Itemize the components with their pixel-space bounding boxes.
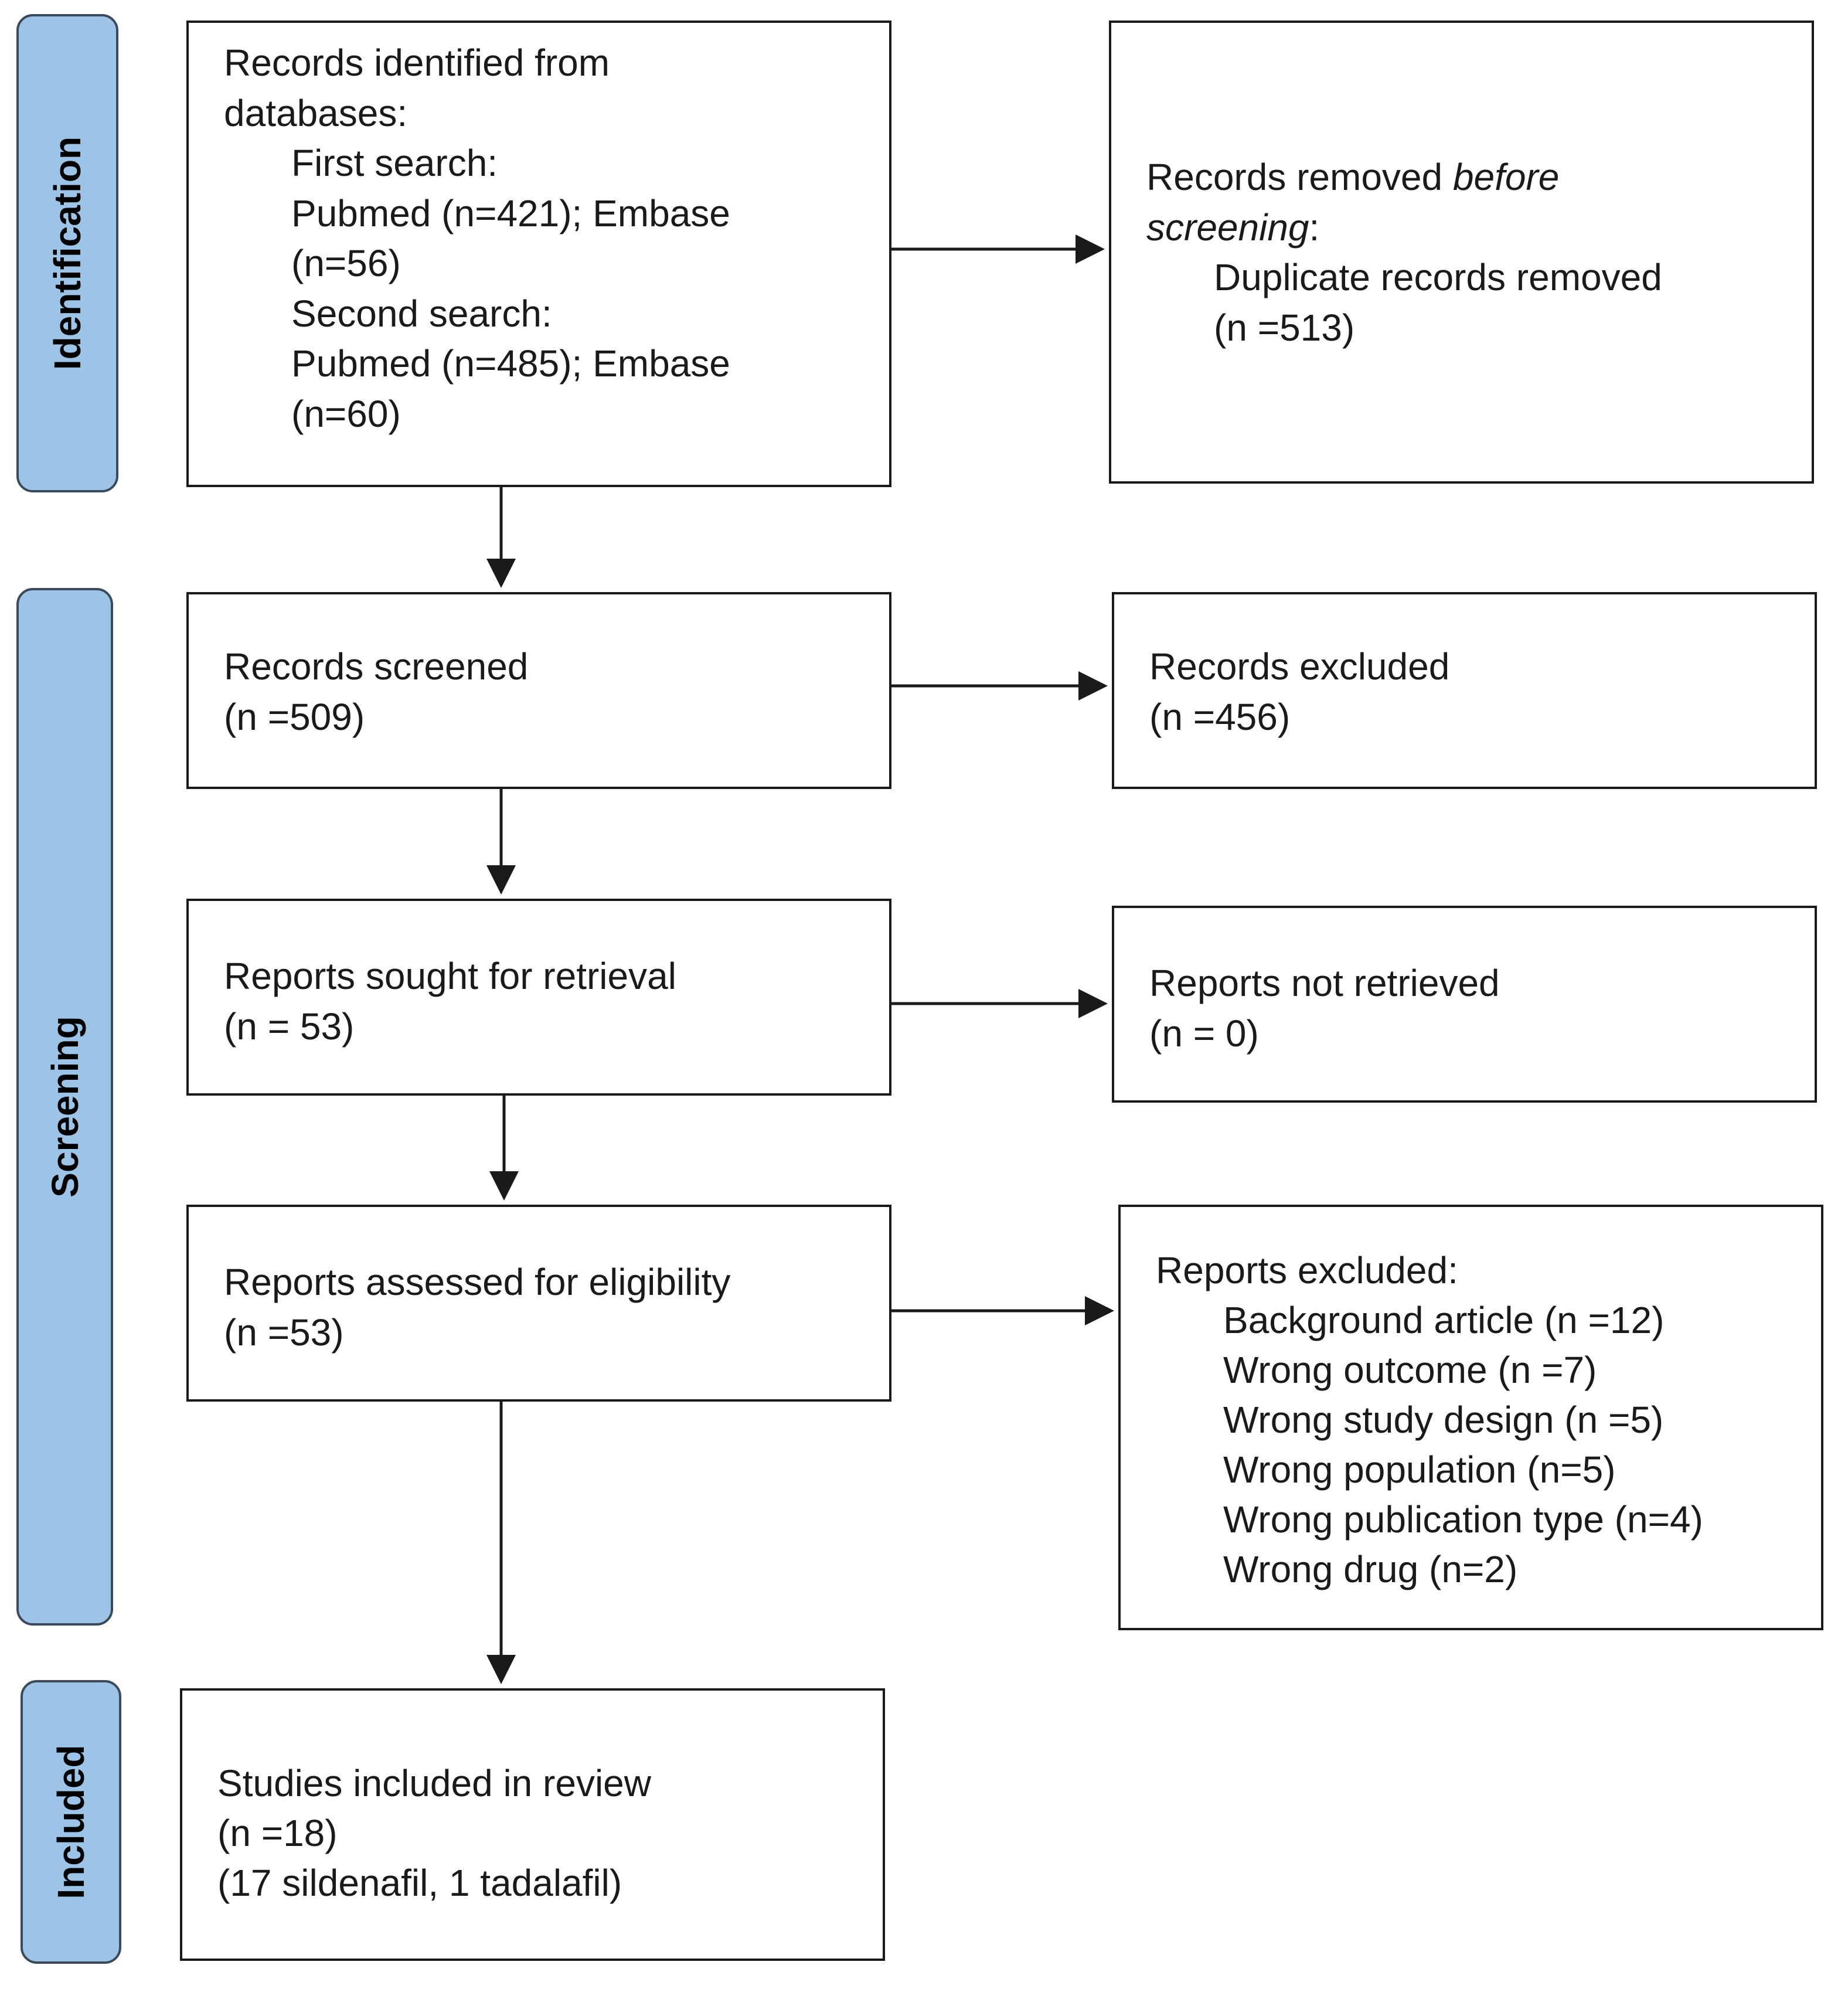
records-excluded-box: Records excluded (n =456) — [1112, 592, 1817, 789]
identified-heading-2: databases: — [224, 92, 408, 134]
duplicates-count: (n =513) — [1214, 307, 1355, 349]
sought-label: Reports sought for retrieval — [224, 955, 676, 997]
studies-included-box: Studies included in review (n =18) (17 s… — [180, 1688, 885, 1961]
records-removed-box: Records removed before screening: Duplic… — [1109, 21, 1814, 484]
duplicates-label: Duplicate records removed — [1214, 256, 1662, 298]
included-detail: (17 sildenafil, 1 tadalafil) — [217, 1862, 622, 1904]
assessed-label: Reports assessed for eligibility — [224, 1261, 731, 1303]
not-retrieved-count: (n = 0) — [1149, 1012, 1259, 1055]
exclusion-reason: Wrong study design (n =5) — [1223, 1399, 1664, 1441]
second-search-result-2: (n=60) — [291, 393, 401, 435]
phase-screening: Screening — [16, 588, 113, 1626]
not-retrieved-label: Reports not retrieved — [1149, 962, 1500, 1004]
screened-label: Records screened — [224, 645, 529, 688]
excluded-count: (n =456) — [1149, 696, 1291, 738]
exclusion-reason: Wrong drug (n=2) — [1223, 1548, 1518, 1590]
included-count: (n =18) — [217, 1812, 338, 1854]
first-search-label: First search: — [291, 142, 498, 184]
phase-included: Included — [21, 1680, 121, 1964]
exclusion-reason: Wrong outcome (n =7) — [1223, 1349, 1597, 1391]
records-identified-box: Records identified from databases: First… — [186, 21, 891, 487]
included-label: Studies included in review — [217, 1762, 651, 1804]
records-screened-box: Records screened (n =509) — [186, 592, 891, 789]
phase-identification: Identification — [16, 14, 118, 492]
reports-not-retrieved-box: Reports not retrieved (n = 0) — [1112, 906, 1817, 1103]
exclusion-reason: Wrong population (n=5) — [1223, 1449, 1616, 1491]
first-search-result-2: (n=56) — [291, 242, 401, 284]
removed-label-2: screening: — [1146, 206, 1320, 249]
sought-count: (n = 53) — [224, 1005, 355, 1048]
screened-count: (n =509) — [224, 696, 365, 738]
removed-label: Records removed before — [1146, 156, 1560, 198]
reports-sought-box: Reports sought for retrieval (n = 53) — [186, 899, 891, 1096]
assessed-count: (n =53) — [224, 1311, 344, 1354]
second-search-label: Second search: — [291, 293, 552, 335]
reports-assessed-box: Reports assessed for eligibility (n =53) — [186, 1205, 891, 1402]
second-search-result: Pubmed (n=485); Embase — [291, 342, 730, 385]
excluded-label: Records excluded — [1149, 645, 1450, 688]
identified-heading-1: Records identified from — [224, 42, 610, 84]
reports-excluded-label: Reports excluded: — [1156, 1249, 1458, 1291]
first-search-result: Pubmed (n=421); Embase — [291, 192, 730, 234]
exclusion-reason: Background article (n =12) — [1223, 1299, 1665, 1341]
reports-excluded-box: Reports excluded: Background article (n … — [1118, 1205, 1823, 1630]
exclusion-reason: Wrong publication type (n=4) — [1223, 1498, 1703, 1541]
